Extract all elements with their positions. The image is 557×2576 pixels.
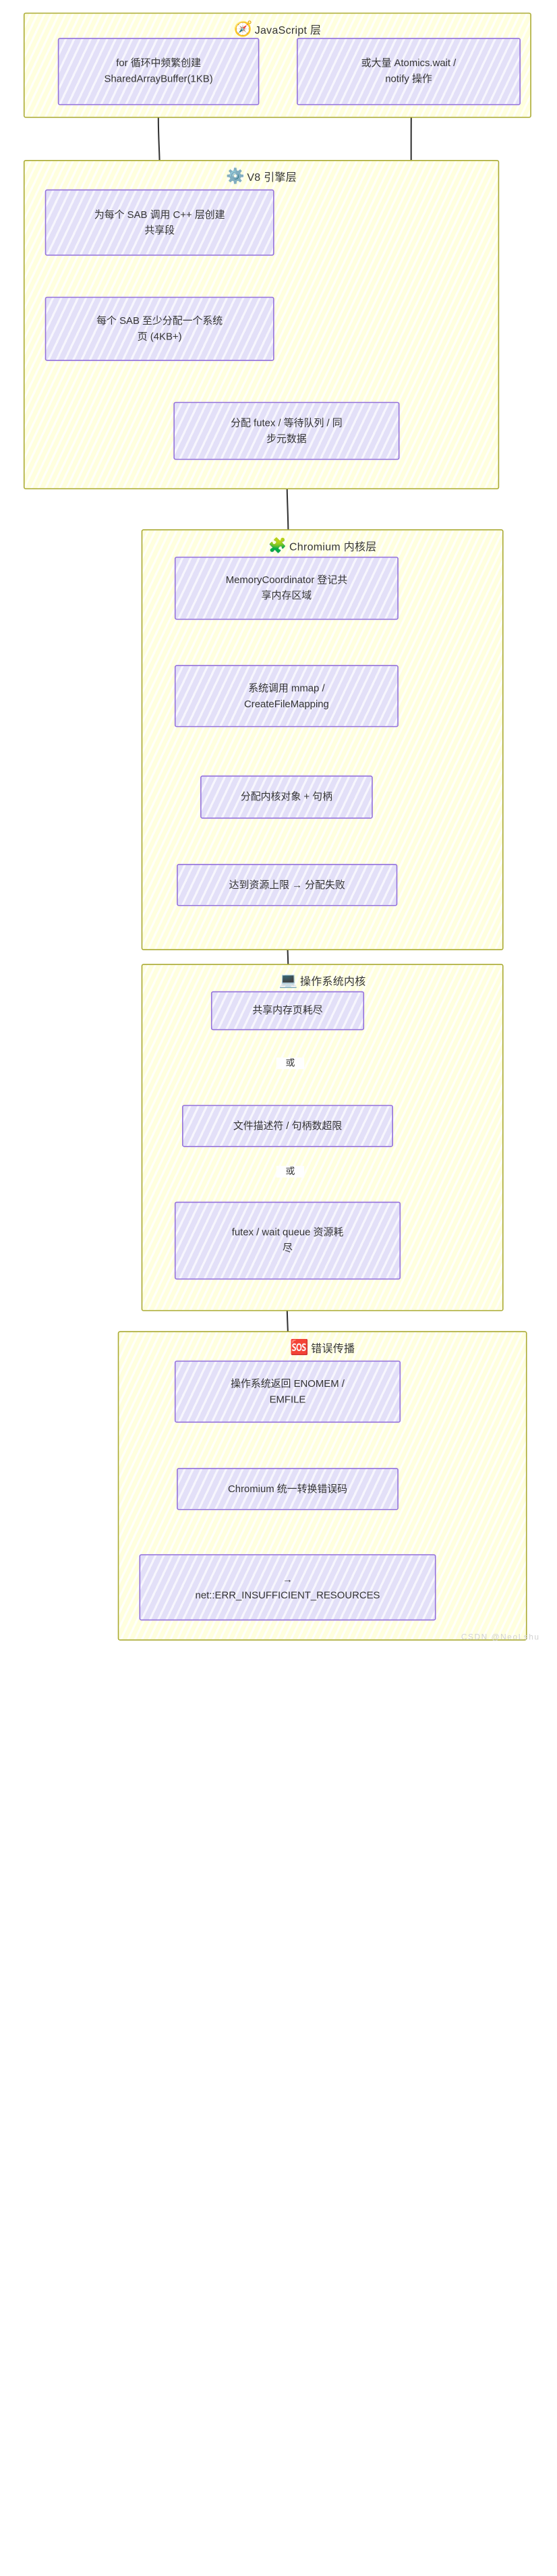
node-v8-page[interactable]: 每个 SAB 至少分配一个系统 页 (4KB+) bbox=[45, 296, 274, 361]
node-cr-mmap[interactable]: 系统调用 mmap / CreateFileMapping bbox=[174, 665, 399, 728]
node-err-os[interactable]: 操作系统返回 ENOMEM / EMFILE bbox=[174, 1361, 401, 1423]
node-cr-handle[interactable]: 分配内核对象 + 句柄 bbox=[200, 775, 373, 819]
node-v8-futex[interactable]: 分配 futex / 等待队列 / 同 步元数据 bbox=[173, 402, 400, 460]
node-js-loop[interactable]: for 循环中频繁创建 SharedArrayBuffer(1KB) bbox=[57, 38, 260, 105]
edge-label-or-1: 或 bbox=[276, 1058, 305, 1069]
node-os-futex[interactable]: futex / wait queue 资源耗 尽 bbox=[174, 1201, 401, 1280]
watermark: CSDN @NeoLshu bbox=[461, 1632, 540, 1642]
layer-os-kernel-title: 💻操作系统内核 bbox=[142, 971, 502, 989]
node-js-atomics[interactable]: 或大量 Atomics.wait / notify 操作 bbox=[297, 38, 521, 105]
layer-chromium-label: Chromium 内核层 bbox=[289, 542, 377, 554]
layer-error-propagation-title: 🆘错误传播 bbox=[119, 1338, 526, 1356]
layer-os-kernel-label: 操作系统内核 bbox=[299, 976, 366, 989]
layer-chromium-title: 🧩Chromium 内核层 bbox=[142, 537, 502, 555]
node-os-fd[interactable]: 文件描述符 / 句柄数超限 bbox=[182, 1105, 393, 1147]
puzzle-icon: 🧩 bbox=[268, 537, 287, 554]
edge-label-or-2: 或 bbox=[276, 1166, 305, 1178]
flowchart-diagram: 🧭JavaScript 层 for 循环中频繁创建 SharedArrayBuf… bbox=[23, 12, 540, 1642]
node-os-pages[interactable]: 共享内存页耗尽 bbox=[210, 991, 365, 1031]
node-cr-limit[interactable]: 达到资源上限 → 分配失败 bbox=[177, 864, 398, 906]
layer-javascript-title: 🧭JavaScript 层 bbox=[25, 20, 531, 38]
layer-error-propagation-label: 错误传播 bbox=[311, 1344, 355, 1356]
compass-icon: 🧭 bbox=[233, 20, 253, 37]
node-err-convert[interactable]: Chromium 统一转换错误码 bbox=[177, 1468, 399, 1510]
alarm-icon: 🆘 bbox=[290, 1338, 310, 1356]
layer-v8-label: V8 引擎层 bbox=[247, 172, 297, 184]
layer-v8-title: ⚙️V8 引擎层 bbox=[25, 167, 498, 186]
gear-icon: ⚙️ bbox=[226, 167, 245, 184]
laptop-icon: 💻 bbox=[278, 971, 298, 989]
node-v8-create[interactable]: 为每个 SAB 调用 C++ 层创建 共享段 bbox=[45, 189, 274, 256]
layer-javascript-label: JavaScript 层 bbox=[254, 25, 322, 37]
node-err-final[interactable]: → net::ERR_INSUFFICIENT_RESOURCES bbox=[139, 1554, 436, 1621]
node-cr-coordinator[interactable]: MemoryCoordinator 登记共 享内存区域 bbox=[174, 556, 399, 620]
